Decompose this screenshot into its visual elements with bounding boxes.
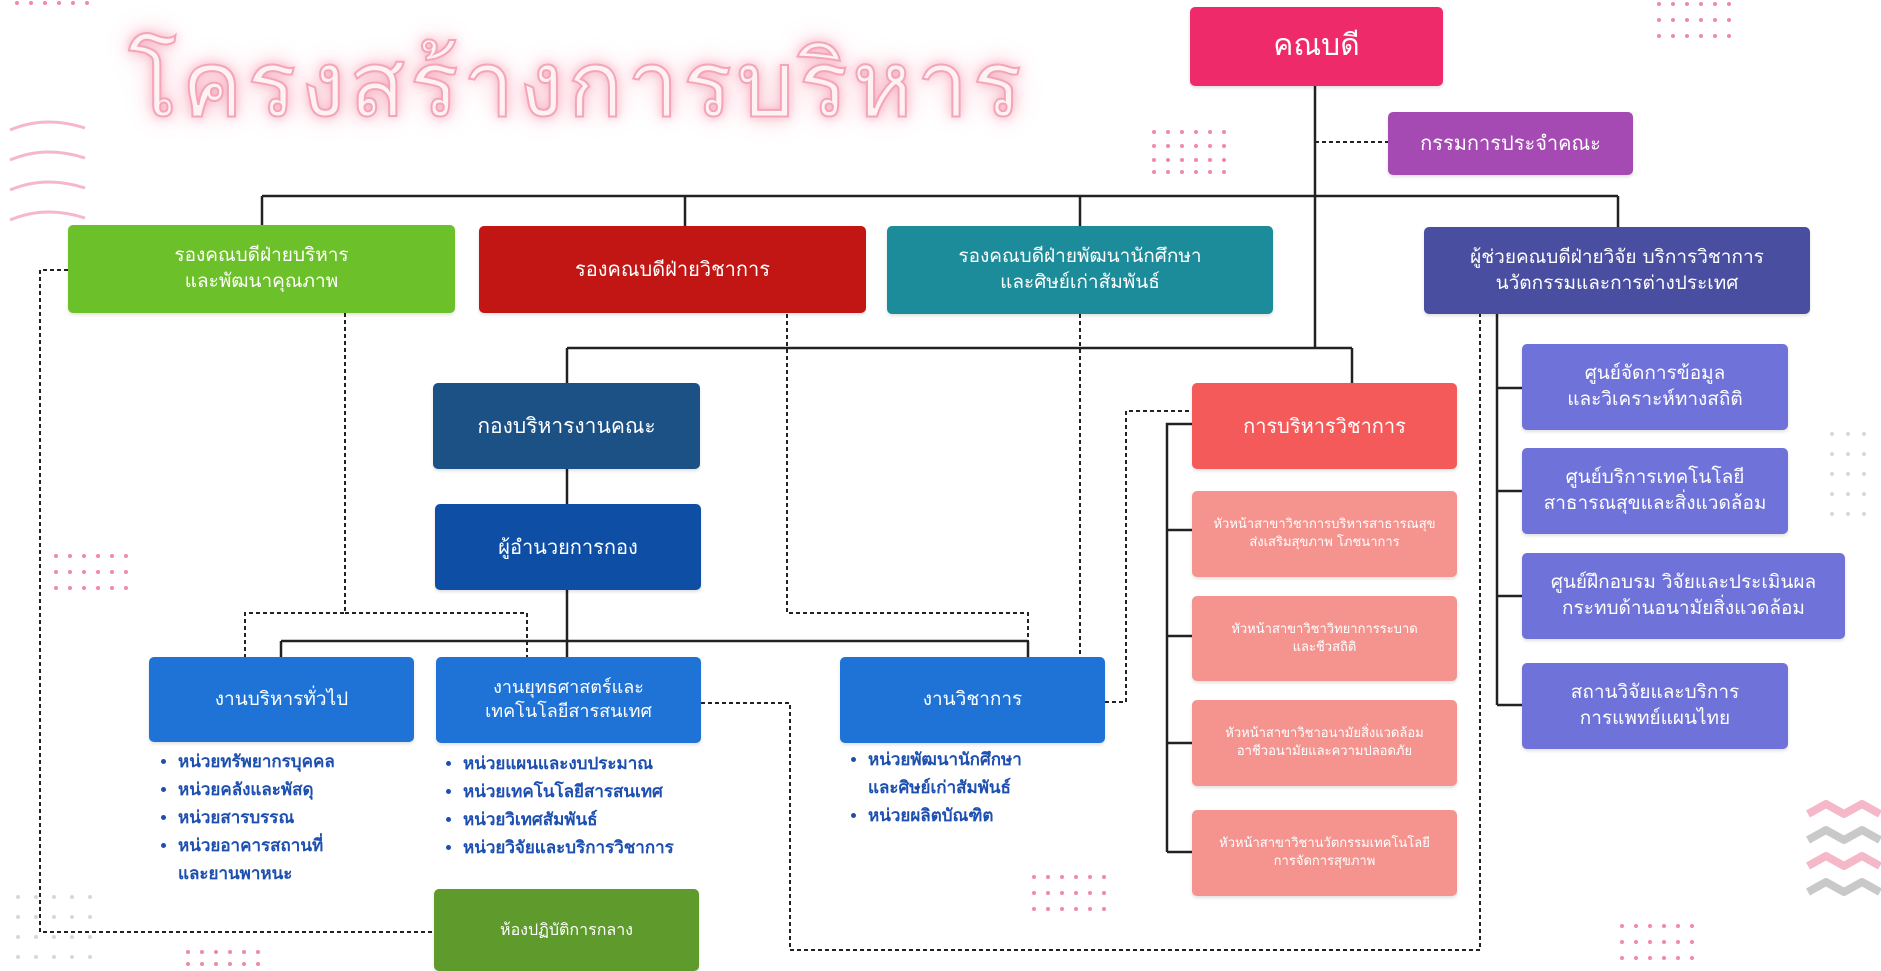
list-item: หน่วยทรัพยากรบุคคล [178, 748, 335, 776]
branch-head-box-2: หัวหน้าสาขาวิชาวิทยาการระบาด และชีวสถิติ [1192, 596, 1457, 681]
decorative-dots-left-middle [54, 554, 128, 590]
general-admin-box: งานบริหารทั่วไป [149, 657, 414, 742]
list-item: หน่วยพัฒนานักศึกษา และศิษย์เก่าสัมพันธ์ [868, 746, 1022, 802]
research-assistant-dean-box: ผู้ช่วยคณบดีฝ่ายวิจัย บริการวิชาการ นวัต… [1424, 227, 1810, 314]
branch-head-box-1: หัวหน้าสาขาวิชาการบริหารสาธารณสุข ส่งเสร… [1192, 491, 1457, 577]
list-item: หน่วยผลิตบัณฑิต [868, 802, 1022, 830]
academic-work-box: งานวิชาการ [840, 657, 1105, 743]
strategy-it-box: งานยุทธศาสตร์และ เทคโนโลยีสารสนเทศ [436, 657, 701, 743]
division-director-box: ผู้อำนวยการกอง [435, 504, 701, 590]
list-item: หน่วยคลังและพัสดุ [178, 776, 335, 804]
academic-vice-dean-box: รองคณบดีฝ่ายวิชาการ [479, 226, 866, 313]
list-item: หน่วยอาคารสถานที่ และยานพาหนะ [178, 832, 335, 888]
decorative-zigzag-right [1806, 800, 1881, 896]
decorative-dots-grey-right [1830, 432, 1866, 516]
admin-vice-dean-box: รองคณบดีฝ่ายบริหาร และพัฒนาคุณภาพ [68, 225, 455, 313]
branch-head-box-4: หัวหน้าสาขาวิชานวัตกรรมเทคโนโลยี การจัดก… [1192, 810, 1457, 896]
decorative-dots-bottom-left [186, 950, 260, 966]
decorative-dots-bottom-center [1032, 875, 1106, 911]
decorative-waves-left [9, 120, 86, 222]
strategy-it-unit-list: หน่วยแผนและงบประมาณ หน่วยเทคโนโลยีสารสนเ… [443, 750, 674, 862]
branch-head-box-3: หัวหน้าสาขาวิชาอนามัยสิ่งแวดล้อม อาชีวอน… [1192, 700, 1457, 786]
center-box-3: ศูนย์ฝึกอบรม วิจัยและประเมินผล กระทบด้าน… [1522, 553, 1845, 639]
division-box: กองบริหารงานคณะ [433, 383, 700, 469]
list-item: หน่วยวิจัยและบริการวิชาการ [463, 834, 674, 862]
committee-box: กรรมการประจำคณะ [1388, 112, 1633, 175]
list-item: หน่วยเทคโนโลยีสารสนเทศ [463, 778, 674, 806]
decorative-dots-top-left [15, 1, 89, 5]
academic-unit-list: หน่วยพัฒนานักศึกษา และศิษย์เก่าสัมพันธ์ … [848, 746, 1022, 830]
center-box-4: สถานวิจัยและบริการ การแพทย์แผนไทย [1522, 663, 1788, 749]
decorative-dots-bottom-right [1620, 924, 1694, 960]
list-item: หน่วยสารบรรณ [178, 804, 335, 832]
student-vice-dean-box: รองคณบดีฝ่ายพัฒนานักศึกษา และศิษย์เก่าสั… [887, 226, 1273, 314]
dean-box: คณบดี [1190, 7, 1443, 86]
central-lab-box: ห้องปฏิบัติการกลาง [434, 889, 699, 971]
general-admin-unit-list: หน่วยทรัพยากรบุคคล หน่วยคลังและพัสดุ หน่… [158, 748, 335, 888]
decorative-dots-grey-left [16, 895, 92, 959]
list-item: หน่วยวิเทศสัมพันธ์ [463, 806, 674, 834]
page-title: โครงสร้างการบริหาร [127, 30, 1026, 139]
decorative-dots-center [1152, 130, 1226, 174]
list-item: หน่วยแผนและงบประมาณ [463, 750, 674, 778]
decorative-dots-top-right [1657, 2, 1731, 38]
center-box-1: ศูนย์จัดการข้อมูล และวิเคราะห์ทางสถิติ [1522, 344, 1788, 430]
center-box-2: ศูนย์บริการเทคโนโลยี สาธารณสุขและสิ่งแวด… [1522, 448, 1788, 534]
academic-admin-box: การบริหารวิชาการ [1192, 383, 1457, 469]
